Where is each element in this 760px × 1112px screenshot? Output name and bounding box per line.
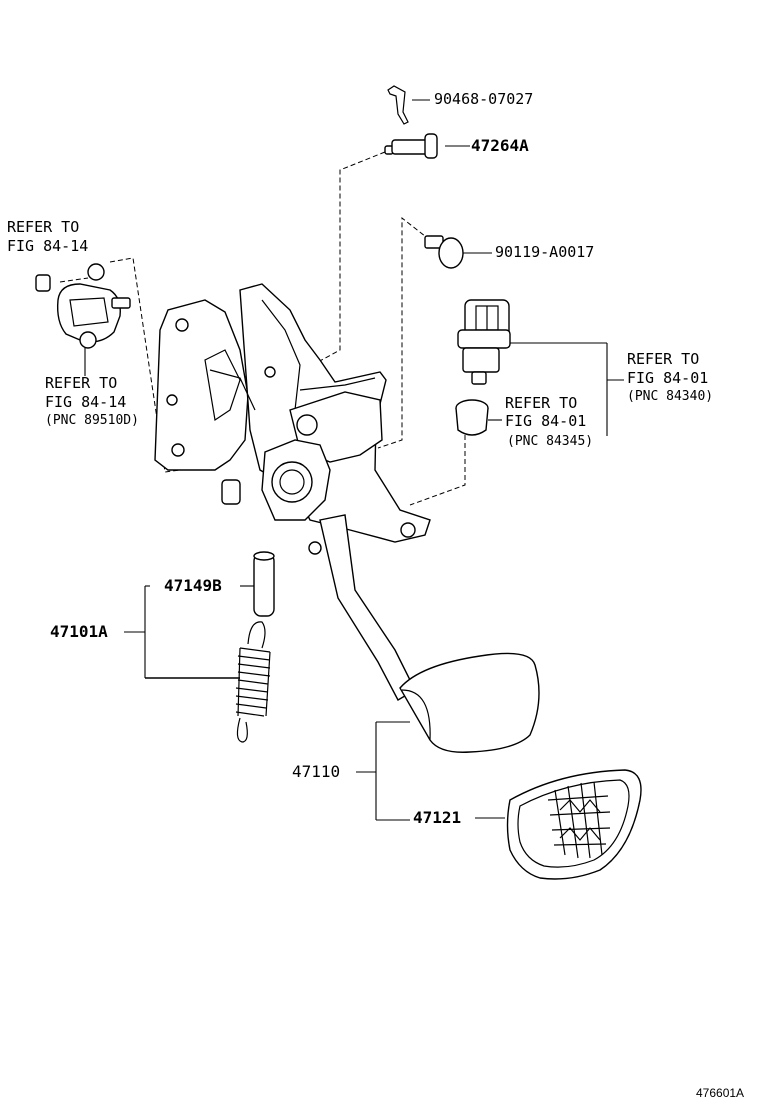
- figure-id: 476601A: [696, 1086, 745, 1100]
- label-47264A: 47264A: [471, 136, 529, 155]
- refer-right-top-pnc: (PNC 84340): [627, 389, 714, 404]
- pedal-pad: [399, 652, 540, 753]
- cushion-part: [455, 399, 489, 436]
- pedal-bracket: [154, 283, 431, 555]
- pedal-cover: [506, 769, 642, 880]
- clip-part: [387, 85, 409, 125]
- cover-tread-pattern: [547, 781, 611, 859]
- pedal-arm: [319, 514, 416, 701]
- refer-right-top-line1: REFER TO: [627, 350, 700, 368]
- pin-part: [384, 133, 438, 159]
- pedal-sensor: [35, 263, 131, 349]
- refer-left-mid-pnc: (PNC 89510D): [45, 413, 139, 428]
- bolt-part: [424, 235, 464, 269]
- refer-left-top-line2: FIG 84-14: [7, 237, 89, 255]
- refer-left-top-line1: REFER TO: [7, 218, 80, 236]
- stop-lamp-switch: [457, 299, 511, 385]
- refer-left-mid-line1: REFER TO: [45, 374, 118, 392]
- label-47121: 47121: [413, 808, 462, 827]
- return-spring: [235, 621, 271, 743]
- bushing-part: [253, 551, 275, 617]
- label-90468-07027: 90468-07027: [434, 90, 534, 108]
- label-47149B: 47149B: [164, 576, 222, 595]
- leader-lines: [84, 99, 624, 821]
- refer-left-mid-line2: FIG 84-14: [45, 393, 127, 411]
- label-47110: 47110: [292, 762, 341, 781]
- refer-right-mid-line2: FIG 84-01: [505, 412, 587, 430]
- refer-right-top-line2: FIG 84-01: [627, 369, 709, 387]
- label-47101A: 47101A: [50, 622, 108, 641]
- refer-right-mid-line1: REFER TO: [505, 394, 578, 412]
- dashed-guides: [59, 151, 466, 506]
- refer-right-mid-pnc: (PNC 84345): [507, 434, 594, 449]
- label-90119-A0017: 90119-A0017: [495, 243, 595, 261]
